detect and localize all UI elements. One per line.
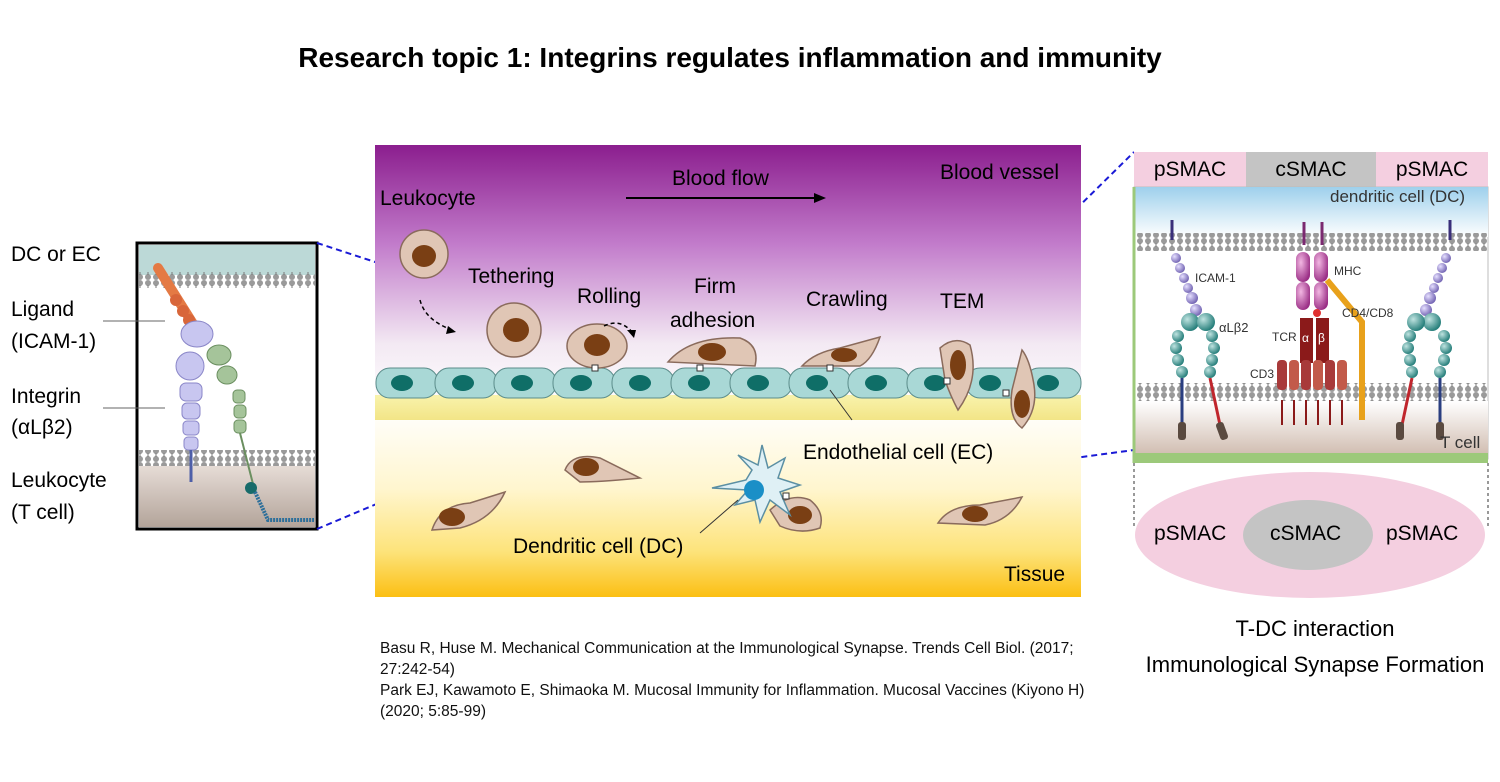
basement-membrane: [375, 395, 1081, 420]
immunological-synapse-panel: [1132, 152, 1489, 598]
tcr-alpha-label: α: [1302, 331, 1309, 345]
integrin-label: Integrin: [11, 385, 82, 408]
cd4-cd8-label: CD4/CD8: [1342, 306, 1394, 320]
tethering-label: Tethering: [468, 265, 555, 288]
tcr-beta-label: β: [1318, 331, 1325, 345]
leukocytes: [399, 229, 1036, 532]
reference-item: Park EJ, Kawamoto E, Shimaoka M. Mucosal…: [380, 682, 1085, 720]
reference-item: Basu R, Huse M. Mechanical Communication…: [380, 640, 1074, 678]
ligand-name-label: (ICAM-1): [11, 330, 97, 353]
dendritic-cell-label: Dendritic cell (DC): [513, 535, 684, 558]
tissue-label: Tissue: [1004, 563, 1066, 586]
leukocyte-scene-label: Leukocyte: [380, 187, 476, 210]
dendritic-cell-region-label: dendritic cell (DC): [1330, 187, 1466, 206]
dc-or-ec-label: DC or EC: [11, 243, 101, 266]
caption-synapse-formation: Immunological Synapse Formation: [1145, 652, 1485, 677]
tem-label: TEM: [940, 290, 985, 313]
caption-t-dc-interaction: T-DC interaction: [1235, 616, 1395, 641]
mhc-label: MHC: [1334, 264, 1362, 278]
adhesion-label: adhesion: [670, 309, 756, 332]
blood-flow-label: Blood flow: [672, 167, 769, 190]
alphal-beta2-label: αLβ2: [1219, 320, 1249, 335]
blood-vessel-label: Blood vessel: [940, 161, 1060, 184]
t-cell-region-label: T cell: [1440, 433, 1481, 452]
endothelial-cell-label: Endothelial cell (EC): [803, 441, 994, 464]
integrin-structure-panel: [103, 241, 319, 531]
firm-label: Firm: [694, 275, 736, 298]
references: Basu R, Huse M. Mechanical Communication…: [380, 638, 1120, 722]
ellipse-csmac: cSMAC: [1270, 522, 1342, 545]
leukocyte-type-label: (T cell): [11, 501, 75, 524]
tcr-label: TCR: [1272, 330, 1297, 344]
cd3-label: CD3: [1250, 367, 1275, 381]
leukocyte-label: Leukocyte: [11, 469, 107, 492]
psmac-left-header: pSMAC: [1153, 158, 1227, 181]
contact-markers: [591, 364, 1010, 500]
dendritic-cell: [699, 444, 803, 534]
ligand-label: Ligand: [11, 298, 75, 321]
page-title: Research topic 1: Integrins regulates in…: [298, 42, 1162, 73]
ellipse-psmac-left: pSMAC: [1154, 522, 1227, 545]
psmac-right-header: pSMAC: [1395, 158, 1469, 181]
csmac-header: cSMAC: [1275, 158, 1347, 181]
icam1-label: ICAM-1: [1195, 271, 1236, 285]
endothelial-layer: [375, 367, 1082, 399]
crawling-label: Crawling: [806, 288, 888, 311]
rolling-label: Rolling: [577, 285, 642, 308]
ellipse-psmac-right: pSMAC: [1386, 522, 1459, 545]
integrin-name-label: (αLβ2): [11, 416, 73, 439]
